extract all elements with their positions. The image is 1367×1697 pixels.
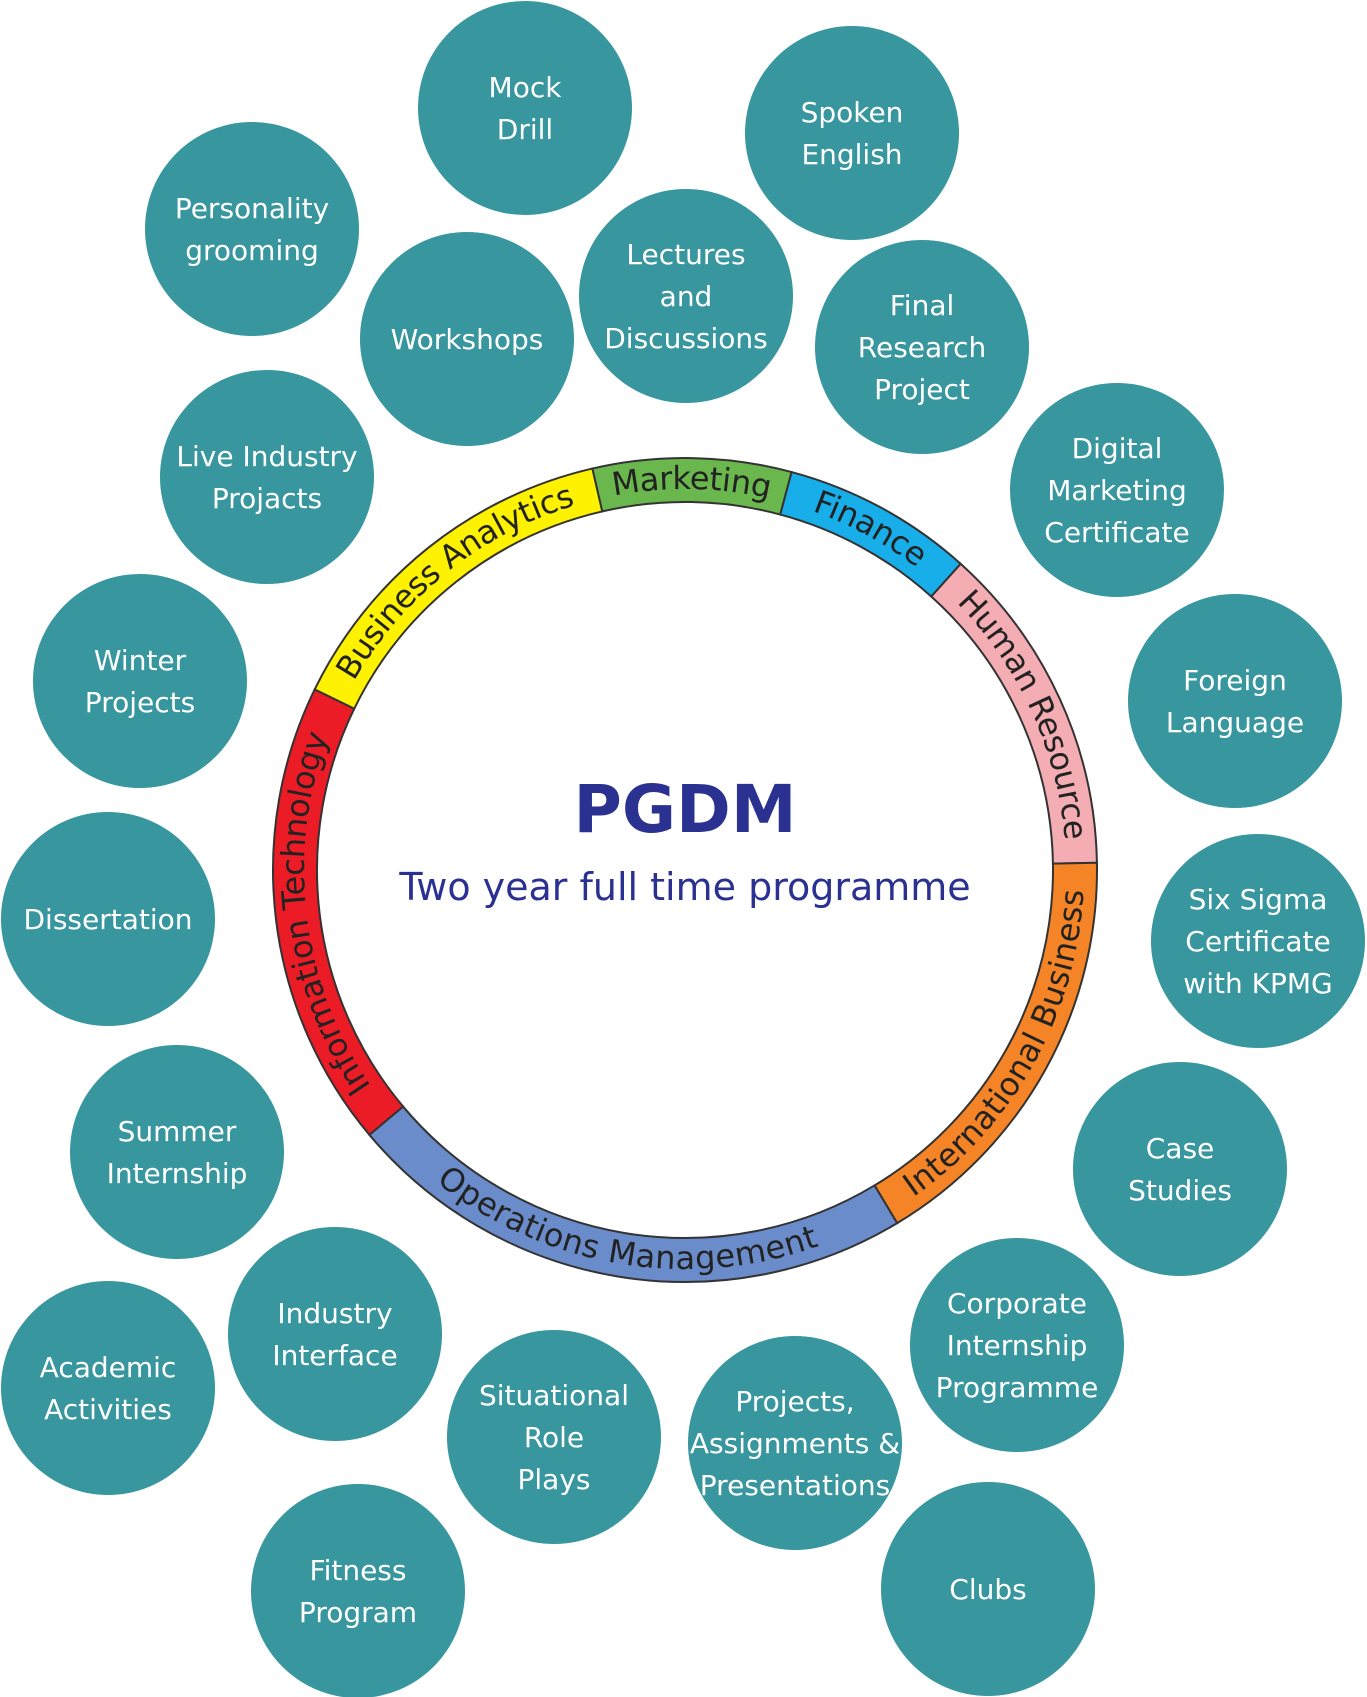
bubble-label: Marketing	[1047, 474, 1187, 507]
bubble-label: Language	[1166, 706, 1304, 739]
bubble-label: English	[801, 138, 902, 171]
bubble-label: Research	[858, 331, 986, 364]
bubble-label: Certificate	[1185, 925, 1330, 958]
bubble-label: Mock	[489, 71, 563, 104]
bubble-label: Discussions	[604, 322, 768, 355]
bubble-circle	[1, 1281, 215, 1495]
bubble-label: Clubs	[949, 1573, 1026, 1606]
bubble-label: Drill	[497, 113, 553, 146]
bubble-label: Project	[874, 373, 970, 406]
bubble-circle	[70, 1045, 284, 1259]
bubble-circle	[1, 812, 215, 1026]
bubble-label: Case	[1146, 1132, 1215, 1165]
bubble-label: Projects	[85, 686, 195, 719]
bubble-circle	[815, 240, 1029, 454]
bubble-label: and	[660, 280, 713, 313]
bubble-circle	[1073, 1062, 1287, 1276]
bubble-label: Projects,	[735, 1385, 854, 1418]
bubble-4: Workshops	[360, 232, 574, 446]
bubble-label: Industry	[277, 1297, 392, 1330]
bubble-label: Six Sigma	[1189, 883, 1328, 916]
bubble-label: Dissertation	[23, 903, 192, 936]
bubble-circle	[1151, 834, 1365, 1048]
bubble-label: Activities	[44, 1393, 172, 1426]
bubble-label: Internship	[107, 1157, 248, 1190]
bubble-circle	[145, 122, 359, 336]
bubble-circle	[1010, 383, 1224, 597]
bubble-label: Certificate	[1044, 516, 1189, 549]
bubble-21: Clubs	[881, 1482, 1095, 1696]
bubble-label: Workshops	[391, 323, 544, 356]
bubble-19: Projects, Assignments & Presentations	[688, 1336, 902, 1550]
bubble-label: Live Industry	[176, 440, 357, 473]
bubble-label: Final	[890, 289, 955, 322]
bubble-label: Projacts	[212, 482, 322, 515]
bubble-label: Personality	[175, 192, 329, 225]
bubble-label: Academic	[40, 1351, 177, 1384]
center-title: PGDM	[573, 771, 796, 848]
bubble-label: grooming	[185, 234, 319, 267]
bubble-3: Personality grooming	[145, 122, 359, 336]
bubble-label: Foreign	[1183, 664, 1287, 697]
bubble-circle	[447, 1330, 661, 1544]
bubble-circle	[251, 1484, 465, 1697]
bubble-label: Presentations	[700, 1469, 890, 1502]
bubble-label: Spoken	[801, 96, 904, 129]
bubble-label: Fitness	[310, 1554, 407, 1587]
bubble-circle	[910, 1238, 1124, 1452]
bubble-11: Dissertation	[1, 812, 215, 1026]
bubble-label: Programme	[936, 1371, 1099, 1404]
ring-segment	[313, 467, 604, 711]
bubble-circle	[160, 370, 374, 584]
bubble-circle	[745, 26, 959, 240]
bubble-label: Summer	[118, 1115, 237, 1148]
bubble-label: Assignments &	[690, 1427, 900, 1460]
center-circle	[340, 525, 1030, 1215]
center-subtitle: Two year full time programme	[398, 865, 970, 909]
center-block: PGDM Two year full time programme	[340, 525, 1030, 1215]
bubble-circle	[579, 189, 793, 403]
bubble-circle	[360, 232, 574, 446]
bubble-label: Program	[299, 1596, 417, 1629]
bubble-circle	[1128, 594, 1342, 808]
bubble-label: with KPMG	[1183, 967, 1332, 1000]
bubble-label: Winter	[94, 644, 187, 677]
bubble-circle	[688, 1336, 902, 1550]
bubble-label: Situational	[479, 1379, 629, 1412]
bubble-label: Corporate	[947, 1287, 1087, 1320]
bubble-label: Role	[524, 1421, 584, 1454]
bubble-label: Studies	[1128, 1174, 1232, 1207]
bubble-circle	[881, 1482, 1095, 1696]
bubble-label: Internship	[947, 1329, 1088, 1362]
bubble-circle	[33, 574, 247, 788]
bubble-circle	[228, 1227, 442, 1441]
bubble-label: Digital	[1072, 432, 1163, 465]
bubble-label: Interface	[272, 1339, 397, 1372]
bubble-circle	[418, 1, 632, 215]
bubble-label: Plays	[518, 1463, 591, 1496]
bubble-label: Lectures	[626, 238, 745, 271]
